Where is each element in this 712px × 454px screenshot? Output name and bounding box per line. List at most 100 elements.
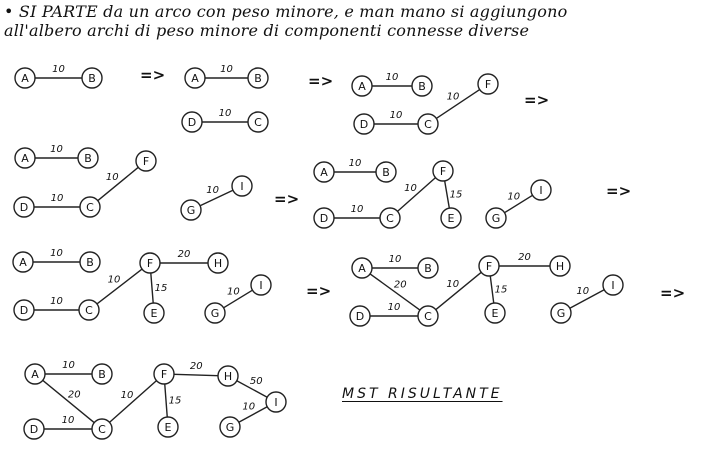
- node-G: G: [550, 302, 572, 324]
- node-label: A: [19, 256, 27, 269]
- node-circle: [375, 161, 397, 183]
- node-label: I: [259, 279, 262, 292]
- step-arrow-4: =>: [274, 190, 299, 208]
- edge-weight-A-B: 10: [386, 72, 399, 83]
- edge-weight-C-F: 10: [446, 279, 459, 290]
- node-circle: [247, 67, 269, 89]
- edge-A-C: [42, 379, 95, 424]
- node-label: B: [424, 262, 432, 275]
- edge-weight-D-C: 10: [388, 302, 401, 313]
- node-circle: [180, 199, 202, 221]
- node-H: H: [549, 255, 571, 277]
- edge-weight-F-H: 20: [518, 252, 531, 263]
- step-arrow-6: =>: [306, 282, 331, 300]
- node-label: F: [440, 165, 446, 178]
- node-label: F: [147, 257, 153, 270]
- node-D: D: [353, 113, 375, 135]
- node-label: C: [424, 118, 432, 131]
- step-arrow-7: =>: [660, 284, 685, 302]
- node-E: E: [484, 302, 506, 324]
- edge-weight-A-B: 10: [349, 158, 362, 169]
- step-arrow-2: =>: [308, 72, 333, 90]
- node-label: B: [84, 152, 92, 165]
- node-D: D: [349, 305, 371, 327]
- node-label: G: [226, 421, 235, 434]
- edge-weight-A-C: 20: [394, 280, 407, 291]
- node-F: F: [153, 363, 175, 385]
- edge-weight-F-E: 15: [169, 396, 182, 407]
- node-circle: [351, 75, 373, 97]
- node-label: F: [143, 155, 149, 168]
- node-label: C: [386, 212, 394, 225]
- node-label: I: [274, 396, 277, 409]
- edge-weight-G-I: 10: [206, 185, 219, 196]
- node-label: A: [21, 72, 29, 85]
- node-circle: [81, 67, 103, 89]
- node-C: C: [417, 113, 439, 135]
- node-label: F: [161, 368, 167, 381]
- edge-weight-D-C: 10: [219, 108, 232, 119]
- heading-note: • SI PARTE da un arco con peso minore, e…: [4, 2, 568, 40]
- edge-G-I: [503, 194, 534, 214]
- edge-weight-D-C: 10: [50, 296, 63, 307]
- node-circle: [153, 363, 175, 385]
- node-label: A: [21, 152, 29, 165]
- node-label: E: [151, 307, 158, 320]
- node-circle: [79, 196, 101, 218]
- node-label: I: [539, 184, 542, 197]
- node-circle: [417, 305, 439, 327]
- node-label: D: [188, 116, 196, 129]
- node-A: A: [184, 67, 206, 89]
- node-label: I: [611, 279, 614, 292]
- node-circle: [417, 257, 439, 279]
- edge-weight-A-B: 10: [220, 64, 233, 75]
- edge-C-F: [97, 166, 139, 202]
- node-label: B: [254, 72, 262, 85]
- edge-F-H: [173, 373, 219, 377]
- node-C: C: [78, 299, 100, 321]
- node-C: C: [379, 207, 401, 229]
- node-D: D: [13, 299, 35, 321]
- node-F: F: [135, 150, 157, 172]
- edge-F-E: [164, 383, 168, 418]
- node-E: E: [143, 302, 165, 324]
- edge-weight-A-C: 20: [68, 390, 81, 401]
- node-label: G: [557, 307, 566, 320]
- edge-weight-G-I: 10: [242, 402, 255, 413]
- node-A: A: [351, 257, 373, 279]
- node-B: B: [375, 161, 397, 183]
- edge-weight-C-F: 10: [447, 92, 460, 103]
- node-label: C: [85, 304, 93, 317]
- node-label: C: [86, 201, 94, 214]
- node-circle: [14, 67, 36, 89]
- node-label: D: [20, 304, 28, 317]
- node-circle: [12, 251, 34, 273]
- node-circle: [478, 255, 500, 277]
- node-H: H: [207, 252, 229, 274]
- node-C: C: [79, 196, 101, 218]
- edge-weight-F-H: 20: [178, 249, 191, 260]
- edge-C-F: [435, 271, 482, 311]
- node-label: E: [448, 212, 455, 225]
- edge-G-I: [199, 189, 234, 207]
- edge-weight-A-B: 10: [50, 144, 63, 155]
- node-circle: [23, 418, 45, 440]
- node-label: D: [360, 118, 368, 131]
- edge-C-F: [96, 268, 143, 305]
- edge-weight-D-C: 10: [62, 415, 75, 426]
- node-B: B: [411, 75, 433, 97]
- node-D: D: [23, 418, 45, 440]
- edge-weight-F-E: 15: [450, 190, 463, 201]
- edge-weight-G-I: 10: [576, 286, 589, 297]
- node-label: I: [240, 180, 243, 193]
- node-circle: [143, 302, 165, 324]
- node-A: A: [14, 67, 36, 89]
- node-C: C: [247, 111, 269, 133]
- node-C: C: [91, 418, 113, 440]
- node-D: D: [313, 207, 335, 229]
- node-F: F: [477, 73, 499, 95]
